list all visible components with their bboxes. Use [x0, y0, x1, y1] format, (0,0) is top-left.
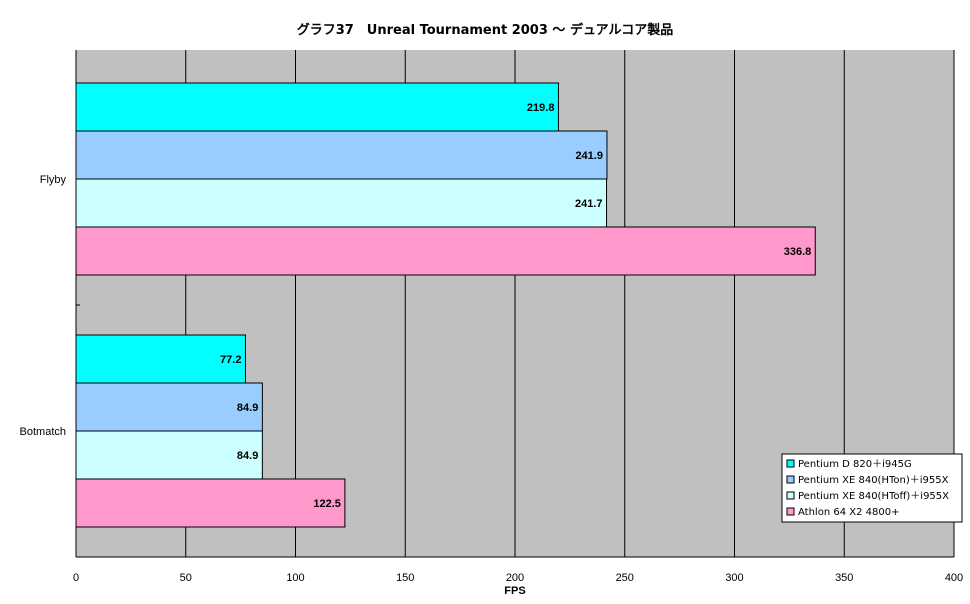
legend-box [781, 453, 963, 523]
legend-entry: Pentium D 820＋i945G [798, 459, 912, 470]
x-tick-labels: 0 50 100 150 200 250 300 350 400 [73, 572, 963, 584]
x-tick-label: 200 [506, 572, 524, 584]
chart-title: グラフ37 Unreal Tournament 2003 ～ デュアルコア製品 [297, 22, 674, 38]
data-label: 77.2 [220, 354, 241, 366]
legend-swatch [786, 475, 795, 484]
data-label: 241.9 [575, 150, 603, 162]
x-tick-label: 100 [286, 572, 304, 584]
data-label: 336.8 [784, 246, 812, 258]
data-label: 122.5 [313, 498, 341, 510]
legend-entry: Athlon 64 X2 4800+ [798, 507, 899, 518]
category-label: Botmatch [20, 426, 66, 438]
x-tick-label: 0 [73, 572, 79, 584]
bars: 219.8 241.9 241.7 336.8 77.2 84.9 84.9 122.5 [75, 82, 816, 528]
data-label: 84.9 [237, 450, 258, 462]
bar [75, 334, 246, 384]
legend-entry: Pentium XE 840(HToff)＋i955X [798, 491, 949, 502]
bar [75, 430, 263, 480]
category-label: Flyby [40, 174, 67, 186]
data-label: 241.7 [575, 198, 603, 210]
bar [75, 226, 816, 276]
bar [75, 478, 346, 528]
legend-swatch [786, 459, 795, 468]
bar [75, 130, 608, 180]
bar [75, 382, 263, 432]
x-axis-label: FPS [504, 585, 525, 597]
bar [75, 82, 559, 132]
legend-entry: Pentium XE 840(HTon)＋i955X [798, 475, 949, 486]
data-label: 84.9 [237, 402, 258, 414]
legend-swatch [786, 491, 795, 500]
x-tick-label: 250 [616, 572, 634, 584]
bar [75, 178, 608, 228]
data-label: 219.8 [527, 102, 555, 114]
legend: Pentium D 820＋i945G Pentium XE 840(HTon)＋… [781, 453, 963, 523]
x-tick-label: 150 [396, 572, 414, 584]
legend-swatch [786, 507, 795, 516]
x-tick-label: 300 [725, 572, 743, 584]
x-tick-label: 350 [835, 572, 853, 584]
x-tick-label: 50 [180, 572, 192, 584]
x-tick-label: 400 [945, 572, 963, 584]
